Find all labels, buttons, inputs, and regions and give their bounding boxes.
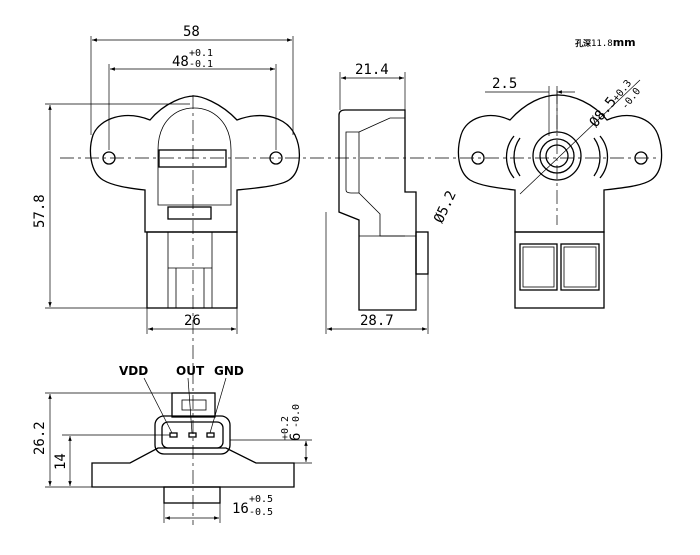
dim-width-overall: 58 <box>90 24 294 135</box>
dim-pin-offset: 6 +0.2 -0.0 <box>230 404 312 464</box>
connector-pin-gnd <box>206 432 215 438</box>
rear-flange-outline <box>457 94 663 233</box>
side-cap-outline <box>345 131 360 194</box>
rear-view <box>457 79 663 309</box>
dim-hole-spacing: 48 +0.1 -0.1 <box>108 48 277 150</box>
leader-vdd <box>143 377 173 434</box>
pin-label-vdd: VDD <box>119 364 148 378</box>
pin-label-out: OUT <box>176 364 205 378</box>
rear-connector-window-right <box>563 246 597 288</box>
dim-26-label: 26 <box>184 313 201 329</box>
dim-hole-diameter: Ø5.2 <box>431 188 460 225</box>
side-body-outline <box>338 109 417 311</box>
rear-right-arc-slot <box>593 135 609 179</box>
hole-depth-note: 孔深11.8mm <box>575 36 636 49</box>
hole-depth-note-text: 孔深11.8mm <box>575 36 636 49</box>
dim-offset: 2.5 <box>485 76 575 136</box>
dim-connector-width: 26 <box>146 308 238 334</box>
dim-connector-base: 14 <box>53 434 170 486</box>
front-shaft-slot <box>158 149 227 168</box>
dim-connector-height: 26.2 <box>32 392 172 488</box>
side-taper-lower <box>358 192 405 237</box>
dim-287-label: 28.7 <box>360 313 394 329</box>
front-boss-outline <box>157 107 232 206</box>
connector-view: VDD OUT GND <box>91 345 295 525</box>
connector-pin-out <box>188 432 197 438</box>
dim-14-label: 14 <box>53 453 69 470</box>
connector-latch-inner <box>181 399 207 411</box>
dim-16-tol-upper: +0.5 <box>249 494 273 505</box>
dim-16-label: 16 <box>232 501 249 517</box>
dim-52-label: Ø5.2 <box>431 188 460 225</box>
leader-out <box>187 377 193 434</box>
dim-57-label: 57.8 <box>32 194 48 228</box>
dim-shaft-bore: Ø8.5 +0.3 -0.0 <box>587 78 644 130</box>
dim-25-label: 2.5 <box>492 76 517 92</box>
dim-6-tol-lower: -0.0 <box>291 404 302 428</box>
rear-right-mount-hole <box>634 151 648 165</box>
dim-262-label: 26.2 <box>32 421 48 455</box>
front-right-mount-hole <box>269 151 283 165</box>
rear-connector-cell-right <box>560 243 600 291</box>
connector-bottom-stem <box>163 486 221 504</box>
rear-connector-cell-left <box>519 243 558 291</box>
pin-label-gnd: GND <box>214 364 244 378</box>
dim-height-overall: 57.8 <box>32 103 190 309</box>
rear-connector-body <box>514 231 605 309</box>
side-taper <box>358 117 405 133</box>
dim-bottom-width: 16 +0.5 -0.5 <box>163 494 273 523</box>
front-connector-body <box>146 231 238 309</box>
front-view <box>89 95 300 345</box>
dim-48-label: 48 <box>172 54 189 70</box>
dim-6-tol-upper: +0.2 <box>280 416 291 440</box>
front-lower-window <box>167 206 212 220</box>
side-connector-tab <box>415 231 429 275</box>
dim-48-tol-upper: +0.1 <box>189 48 213 59</box>
dim-side-depth-top: 21.4 <box>339 62 406 110</box>
connector-pin-vdd <box>169 432 178 438</box>
dim-58-label: 58 <box>183 24 200 40</box>
leader-gnd <box>209 377 227 434</box>
dim-side-depth-bottom: 28.7 <box>325 212 429 334</box>
front-left-mount-hole <box>102 151 116 165</box>
rear-left-mount-hole <box>471 151 485 165</box>
front-flange-outline <box>89 95 300 233</box>
dim-214-label: 21.4 <box>355 62 389 78</box>
rear-left-arc-slot <box>505 135 521 179</box>
dim-48-tol-lower: -0.1 <box>189 59 213 70</box>
connector-base-outline <box>91 447 295 488</box>
dim-6-label: 6 <box>288 433 304 441</box>
rear-connector-window-left <box>522 246 555 288</box>
rear-diagonal-leader <box>519 79 641 195</box>
front-connector-inner <box>167 231 213 309</box>
connector-top-latch <box>171 392 216 418</box>
dim-16-tol-lower: -0.5 <box>249 507 273 518</box>
side-view <box>338 109 429 311</box>
